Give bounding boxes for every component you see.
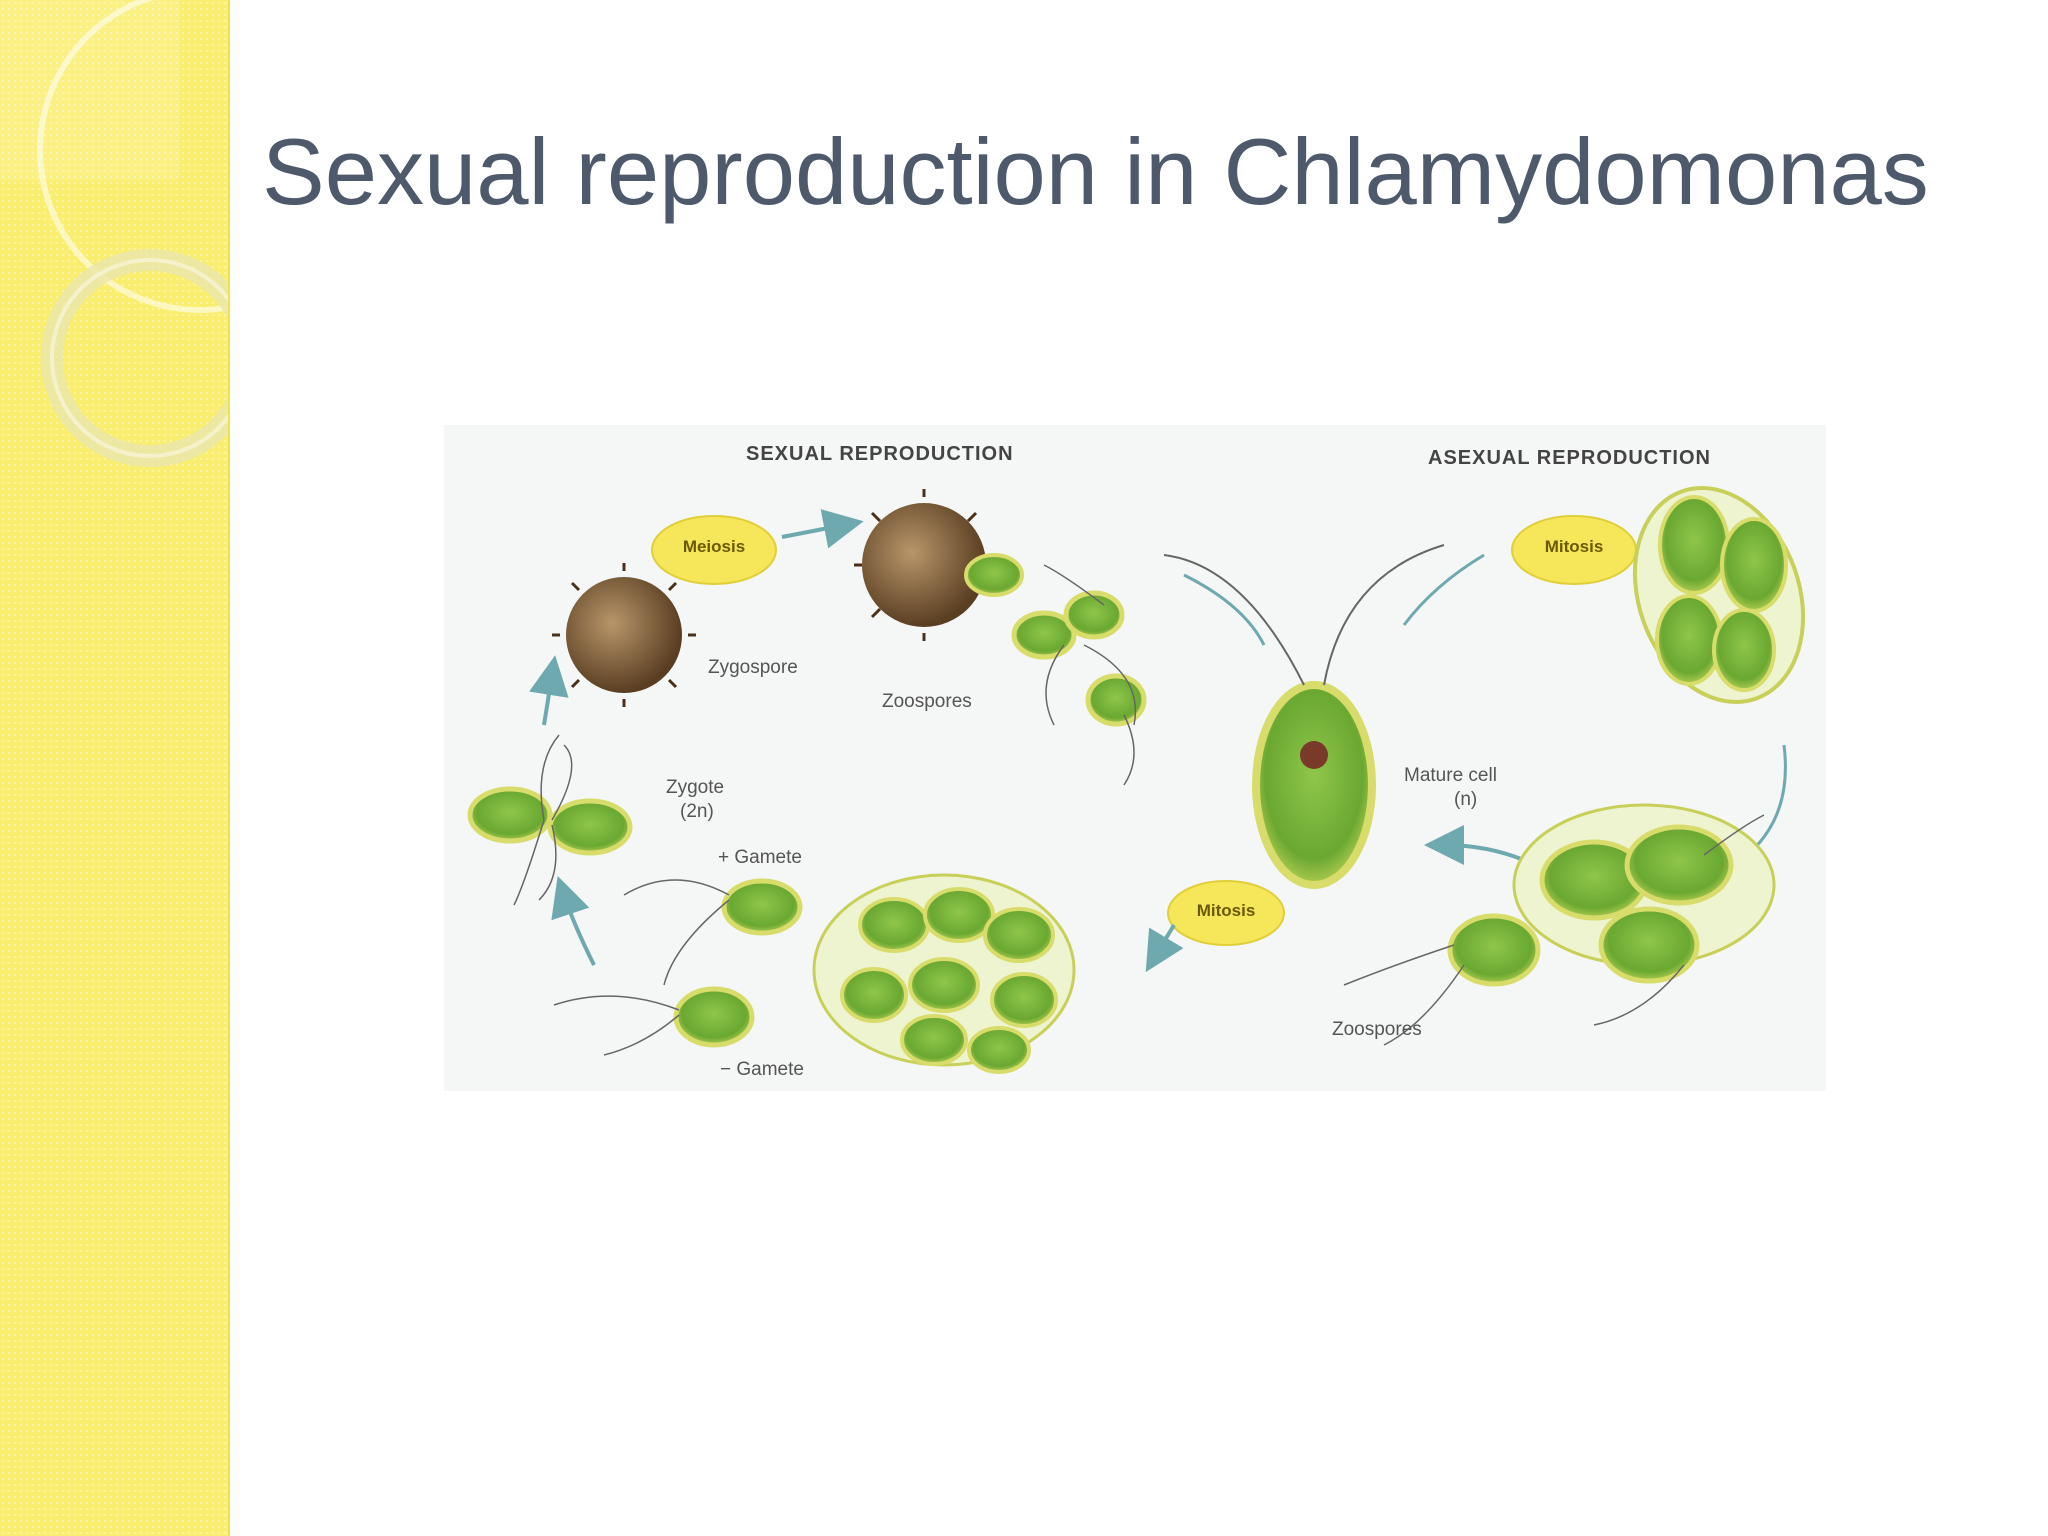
gametes xyxy=(673,878,803,1048)
meiosis-oval xyxy=(651,515,777,585)
zoospores-bottom xyxy=(1343,803,1776,1046)
zygote-cell xyxy=(467,786,633,856)
decorative-sidebar xyxy=(0,0,230,1536)
arrow-gamete xyxy=(551,876,596,966)
life-cycle-diagram: SEXUAL REPRODUCTION ASEXUAL REPRODUCTION… xyxy=(444,425,1826,1091)
minus-gamete-label: − Gamete xyxy=(720,1059,804,1080)
mature-ploidy-label: (n) xyxy=(1454,789,1478,810)
mitosis-bottom-label: Mitosis xyxy=(1196,901,1256,920)
asexual-reproduction-header: ASEXUAL REPRODUCTION xyxy=(1428,447,1711,469)
plus-gamete-label: + Gamete xyxy=(718,847,802,868)
decorative-rings xyxy=(0,0,228,467)
life-cycle-illustration xyxy=(467,486,1806,1074)
mature-cell-label: Mature cell xyxy=(1404,765,1497,786)
zygote-label: Zygote xyxy=(666,777,725,798)
slide-title: Sexual reproduction in Chlamydomonas xyxy=(262,119,1929,224)
sporangium-top xyxy=(1632,486,1806,704)
zygote-ploidy-label: (2n) xyxy=(680,801,714,822)
gamete-colony xyxy=(812,873,1076,1074)
zygospore-cell xyxy=(552,563,696,707)
arrow-meiosis xyxy=(781,509,864,549)
sexual-reproduction-header: SEXUAL REPRODUCTION xyxy=(746,443,1014,465)
arrow-mitosis-top xyxy=(1402,553,1485,626)
mitosis-oval-bottom xyxy=(1167,880,1285,946)
mature-cell xyxy=(1163,544,1445,889)
mitosis-top-label: Mitosis xyxy=(1544,537,1604,556)
flagella-top xyxy=(1043,564,1137,786)
zoospores-bottom-label: Zoospores xyxy=(1332,1019,1422,1040)
flagella-zygote xyxy=(513,734,573,906)
zygospore-opening xyxy=(854,489,1024,641)
zoospores-top-label: Zoospores xyxy=(882,691,972,712)
meiosis-label: Meiosis xyxy=(682,537,746,556)
arrow-mitosis-bottom xyxy=(1145,923,1184,973)
arrow-zygote xyxy=(529,655,569,726)
flagella-gametes xyxy=(553,879,730,1056)
zygospore-label: Zygospore xyxy=(708,657,798,678)
arrow-to-mature xyxy=(1183,573,1266,646)
zoospores-top xyxy=(1011,590,1147,727)
